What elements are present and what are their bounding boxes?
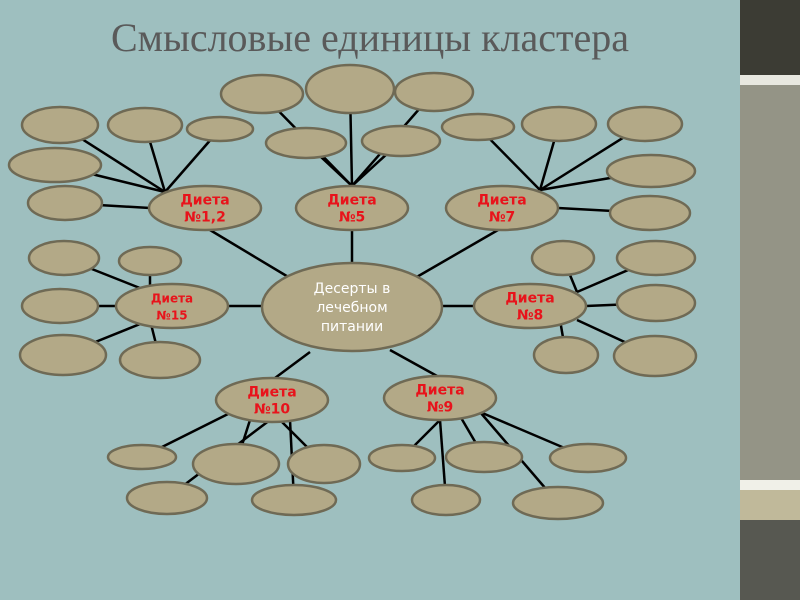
diet-label-d15-line-1: Диета: [151, 292, 193, 306]
center-node: [260, 261, 444, 353]
leaf-node-d12-2: [106, 106, 184, 144]
leaf-node-d7-4: [605, 153, 697, 189]
diet-label-d7-line-2: №7: [489, 210, 516, 226]
leaf-node-d10-5: [250, 483, 338, 517]
leaf-node-d12-4: [7, 146, 103, 184]
leaf-node-d5-4: [264, 126, 348, 160]
leaf-node-d12-3: [185, 115, 255, 143]
edge-center-to-d10: [274, 350, 311, 380]
leaf-node-d8-2: [615, 239, 697, 277]
leaf-node-d7-1: [440, 112, 516, 142]
leaf-node-d5-5: [360, 124, 442, 158]
leaf-node-d10-4: [125, 480, 209, 516]
side-bar-block-dark: [740, 0, 800, 75]
edge-center-to-d12: [209, 228, 291, 280]
leaf-node-d15-2: [117, 245, 183, 277]
diet-label-d12-line-1: Диета: [180, 193, 229, 209]
diet-label-d8-line-1: Диета: [505, 291, 554, 307]
side-bar-block-bottom: [740, 520, 800, 600]
leaf-node-d5-1: [219, 73, 305, 115]
leaf-node-d8-5: [612, 334, 698, 378]
leaf-node-d12-5: [26, 184, 104, 222]
diet-label-d10-line-2: №10: [254, 402, 291, 418]
diet-label-d10-line-1: Диета: [247, 385, 296, 401]
leaf-node-d7-2: [520, 105, 598, 143]
leaf-node-d8-1: [530, 239, 596, 277]
leaf-node-d8-4: [532, 335, 600, 375]
leaf-node-d9-1: [367, 443, 437, 473]
center-label-line-2: лечебном: [316, 300, 387, 316]
leaf-node-d12-1: [20, 105, 100, 145]
side-bar-block-tan: [740, 490, 800, 520]
center-label-line-1: Десерты в: [314, 281, 391, 297]
diet-node-d9: [382, 374, 498, 422]
diet-label-d9-line-1: Диета: [415, 383, 464, 399]
slide-title: Смысловые единицы кластера: [110, 15, 630, 60]
diet-label-d8-line-2: №8: [517, 308, 544, 324]
edge-center-to-d7: [414, 228, 499, 280]
side-bar-stripe-light-bottom: [740, 480, 800, 490]
diet-label-d5-line-1: Диета: [327, 193, 376, 209]
leaf-node-d5-2: [304, 63, 396, 115]
diet-label-d15-line-2: №15: [156, 309, 187, 323]
cluster-nodes: Диета№1,2Диета№5Диета№7Диета№15Диета№8Ди…: [7, 63, 698, 521]
diet-node-d5: [294, 184, 410, 232]
diet-node-d7: [444, 184, 560, 232]
leaf-node-d10-3: [286, 443, 362, 485]
center-label-line-3: питании: [321, 319, 383, 335]
leaf-node-d15-4: [18, 333, 108, 377]
leaf-node-d9-5: [511, 485, 605, 521]
leaf-node-d15-5: [118, 340, 202, 380]
leaf-node-d15-1: [27, 239, 101, 277]
leaf-node-d9-3: [548, 442, 628, 474]
leaf-node-d5-3: [393, 71, 475, 113]
leaf-node-d7-5: [608, 194, 692, 232]
diet-node-d12: [147, 184, 263, 232]
leaf-node-d9-4: [410, 483, 482, 517]
diet-node-d8: [472, 282, 588, 330]
leaf-node-d10-2: [191, 442, 281, 486]
leaf-node-d9-2: [444, 440, 524, 474]
side-bar-stripe-light: [740, 75, 800, 85]
leaf-node-d8-3: [615, 283, 697, 323]
leaf-node-d15-3: [20, 287, 100, 325]
edge-center-to-d9: [389, 348, 438, 378]
leaf-node-d7-3: [606, 105, 684, 143]
diet-label-d9-line-2: №9: [427, 400, 454, 416]
diet-label-d7-line-1: Диета: [477, 193, 526, 209]
diet-label-d5-line-2: №5: [339, 210, 366, 226]
diet-node-d15: [114, 282, 230, 330]
leaf-node-d10-1: [106, 443, 178, 471]
diet-label-d12-line-2: №1,2: [184, 210, 226, 226]
diet-node-d10: [214, 376, 330, 424]
decorative-side-bar: [740, 0, 800, 600]
